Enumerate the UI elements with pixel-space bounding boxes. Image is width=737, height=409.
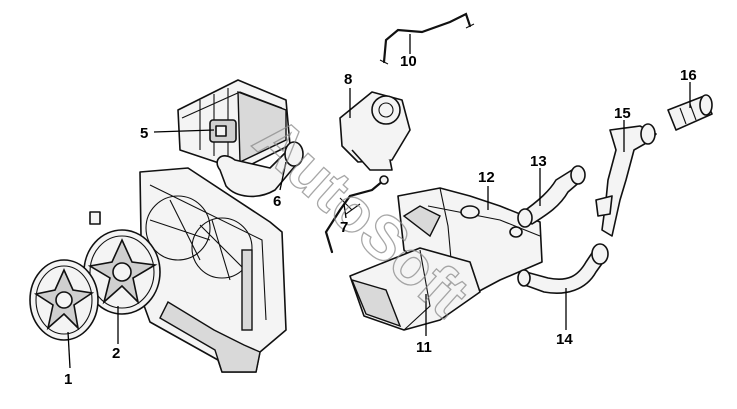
callout-14: 14 xyxy=(556,331,573,348)
callout-6: 6 xyxy=(273,193,281,210)
hose-13 xyxy=(517,165,586,228)
callout-13: 13 xyxy=(530,153,547,170)
sensor-5 xyxy=(209,119,237,143)
hose-6 xyxy=(216,141,304,198)
leader-lines xyxy=(67,34,691,369)
pipe-7 xyxy=(324,175,389,254)
callout-7: 7 xyxy=(340,219,348,236)
callout-8: 8 xyxy=(344,71,352,88)
callout-2: 2 xyxy=(112,345,120,362)
duct-11 xyxy=(349,247,481,331)
callout-16: 16 xyxy=(680,67,697,84)
callout-15: 15 xyxy=(614,105,631,122)
hose-14 xyxy=(517,243,609,294)
callout-10: 10 xyxy=(400,53,417,70)
callout-12: 12 xyxy=(478,169,495,186)
fan-2 xyxy=(83,229,161,315)
callout-1: 1 xyxy=(64,371,72,388)
pipe-10 xyxy=(379,12,475,65)
callout-labels: 1 2 5 6 7 8 10 11 12 13 14 15 16 xyxy=(64,53,697,388)
fan-shroud-frame xyxy=(89,167,287,373)
connector-16 xyxy=(667,94,713,131)
callout-11: 11 xyxy=(416,339,432,356)
hose-15 xyxy=(595,123,657,237)
fan-1 xyxy=(29,259,99,341)
pump-8 xyxy=(339,91,411,171)
callout-5: 5 xyxy=(140,125,148,142)
